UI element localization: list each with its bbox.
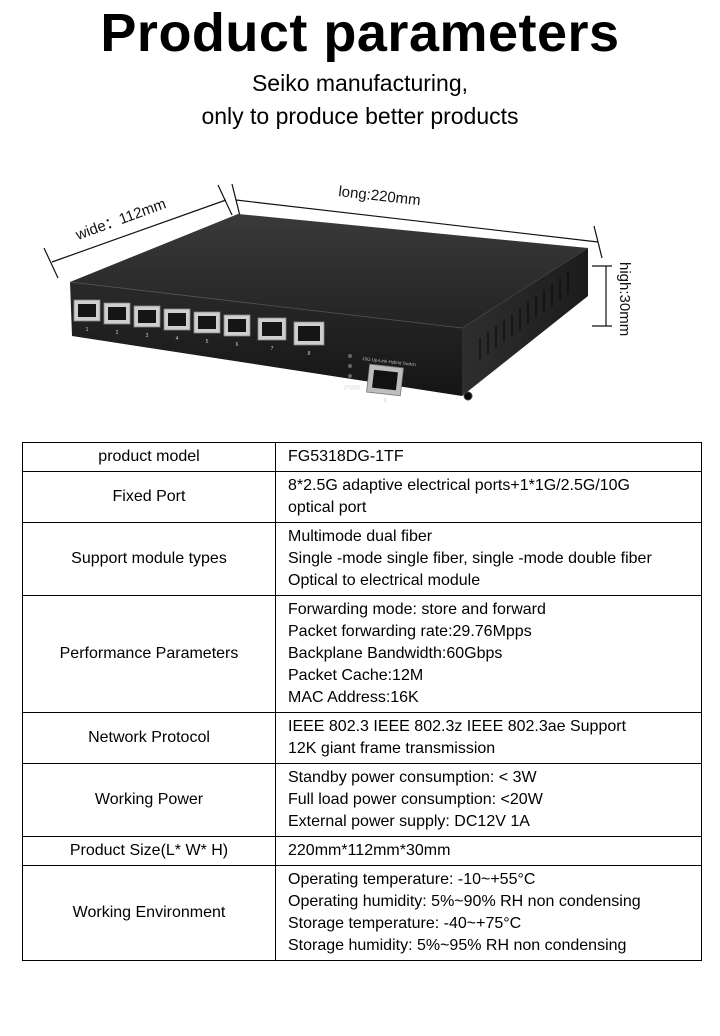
svg-text:6: 6: [236, 342, 239, 348]
rj45-port-6: 6: [223, 314, 251, 348]
sfp-port: 9: [366, 363, 404, 404]
param-value: 220mm*112mm*30mm: [275, 836, 702, 866]
param-row: Network Protocol IEEE 802.3 IEEE 802.3z I…: [22, 712, 702, 764]
parameters-table: product model FG5318DG-1TF Fixed Port 8*2.5…: [22, 442, 702, 961]
param-value-line: MAC Address:16K: [288, 689, 419, 706]
param-value-line: Optical to electrical module: [288, 572, 481, 589]
param-label: Working Environment: [22, 865, 276, 961]
panel-text: 10G Up-Link Hybrid Switch: [362, 356, 417, 367]
high-dimension: high:30mm: [592, 262, 633, 336]
param-value-line: Standby power consumption: < 3W: [288, 769, 537, 786]
param-label: Network Protocol: [22, 712, 276, 764]
param-label: product model: [22, 442, 276, 472]
param-value-line: Storage humidity: 5%~95% RH non condensi…: [288, 937, 627, 954]
product-image: wide：112mm long:220mm high:30mm: [43, 183, 633, 404]
pwr-label: PWR: [344, 385, 360, 392]
status-leds: PWR: [344, 354, 360, 392]
param-label: Support module types: [22, 522, 276, 596]
param-value: 8*2.5G adaptive electrical ports+1*1G/2.…: [275, 471, 702, 523]
param-value-line: External power supply: DC12V 1A: [288, 813, 530, 830]
svg-text:8: 8: [308, 351, 311, 357]
svg-text:1: 1: [86, 327, 89, 333]
param-value-line: optical port: [288, 499, 367, 516]
param-value-line: IEEE 802.3 IEEE 802.3z IEEE 802.3ae Supp…: [288, 718, 627, 735]
param-row: product model FG5318DG-1TF: [22, 442, 702, 472]
rj45-port-1: 1: [73, 299, 101, 333]
svg-text:5: 5: [206, 339, 209, 345]
param-value-line: Operating temperature: -10~+55°C: [288, 871, 536, 888]
param-value-line: FG5318DG-1TF: [288, 448, 404, 465]
param-value-line: Operating humidity: 5%~90% RH non conden…: [288, 893, 641, 910]
svg-text:7: 7: [271, 346, 274, 352]
param-value-line: Full load power consumption: <20W: [288, 791, 543, 808]
param-value-line: Packet Cache:12M: [288, 667, 424, 684]
svg-text:9: 9: [384, 398, 387, 404]
param-label: Product Size(L* W* H): [22, 836, 276, 866]
param-label: Working Power: [22, 763, 276, 837]
param-label: Fixed Port: [22, 471, 276, 523]
param-value-line: Backplane Bandwidth:60Gbps: [288, 645, 503, 662]
rj45-ports: 1 2 3 4 5 6 7: [73, 299, 325, 357]
rj45-port-4: 4: [163, 308, 191, 342]
param-value-line: Storage temperature: -40~+75°C: [288, 915, 522, 932]
rj45-port-3: 3: [133, 305, 161, 339]
param-value-line: Forwarding mode: store and forward: [288, 601, 546, 618]
param-value: Standby power consumption: < 3W Full load…: [275, 763, 702, 837]
param-value-line: 220mm*112mm*30mm: [288, 842, 451, 859]
svg-text:2: 2: [116, 330, 119, 336]
param-value-line: 12K giant frame transmission: [288, 740, 496, 757]
param-row: Product Size(L* W* H) 220mm*112mm*30mm: [22, 836, 702, 866]
svg-text:3: 3: [146, 333, 149, 339]
rj45-port-7: 7: [257, 317, 287, 352]
param-value-line: Single -mode single fiber, single -mode …: [288, 550, 652, 567]
param-row: Fixed Port 8*2.5G adaptive electrical por…: [22, 471, 702, 523]
param-label: Performance Parameters: [22, 595, 276, 713]
rj45-port-5: 5: [193, 311, 221, 345]
param-value-line: Multimode dual fiber: [288, 528, 433, 545]
param-value: Operating temperature: -10~+55°C Operatin…: [275, 865, 702, 961]
high-label: high:30mm: [616, 262, 633, 336]
wide-label: wide：112mm: [73, 195, 169, 244]
long-label: long:220mm: [338, 183, 422, 209]
param-value: FG5318DG-1TF: [275, 442, 702, 472]
param-value-line: Packet forwarding rate:29.76Mpps: [288, 623, 532, 640]
subtitle-line-1: Seiko manufacturing,: [251, 70, 469, 96]
param-value-line: 8*2.5G adaptive electrical ports+1*1G/2.…: [288, 477, 630, 494]
subtitle-line-2: only to produce better products: [201, 103, 519, 129]
param-value: IEEE 802.3 IEEE 802.3z IEEE 802.3ae Supp…: [275, 712, 702, 764]
page-title: Product parameters: [100, 3, 620, 63]
rj45-port-8: 8: [293, 321, 325, 357]
rj45-port-2: 2: [103, 302, 131, 336]
svg-text:4: 4: [176, 336, 179, 342]
